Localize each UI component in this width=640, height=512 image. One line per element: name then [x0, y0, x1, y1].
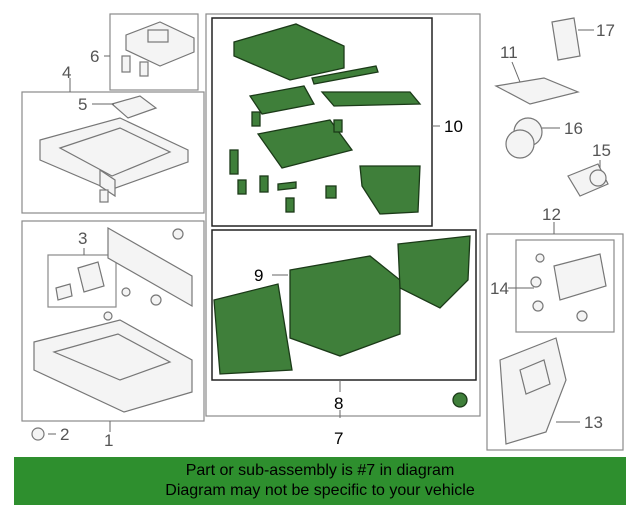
part-8-screw: [452, 392, 468, 408]
callout-17: 17: [596, 21, 615, 40]
callout-11: 11: [500, 43, 518, 62]
callout-10: 10: [444, 117, 463, 136]
part-13-side-panel: [499, 337, 567, 445]
part-1-fasteners: [103, 228, 184, 321]
callout-12: 12: [542, 205, 561, 224]
callout-13: 13: [584, 413, 603, 432]
box-part-7: [205, 13, 481, 417]
info-banner-line-1: Part or sub-assembly is #7 in diagram: [185, 462, 455, 479]
callout-8: 8: [334, 394, 343, 413]
part-10-upper-assembly: [229, 23, 422, 215]
callout-7: 7: [334, 429, 343, 448]
box-part-14: [515, 239, 615, 333]
callout-2: 2: [60, 425, 69, 444]
part-14-module: [530, 253, 607, 322]
callout-5: 5: [78, 95, 87, 114]
box-part-8: [211, 229, 477, 381]
callout-4: 4: [62, 63, 71, 82]
part-1-console-base: [33, 226, 193, 413]
part-3-clip: [55, 261, 105, 301]
callout-15: 15: [592, 141, 611, 160]
part-6-bezel: [121, 21, 195, 77]
part-11-mat: [494, 77, 580, 105]
box-part-6: [109, 13, 199, 91]
box-part-10: [211, 17, 433, 227]
callout-3: 3: [78, 229, 87, 248]
part-5-insert: [110, 95, 158, 119]
callout-6: 6: [90, 47, 99, 66]
box-part-3: [47, 254, 117, 308]
box-part-4: [21, 91, 205, 214]
box-part-12: [486, 233, 624, 451]
callout-16: 16: [564, 119, 583, 138]
box-part-1: [21, 220, 205, 422]
part-16-socket: [505, 117, 543, 159]
info-banner-line-2: Diagram may not be specific to your vehi…: [165, 482, 475, 499]
callout-9: 9: [254, 266, 263, 285]
part-2-screw: [31, 427, 45, 441]
part-4-tray: [39, 117, 189, 203]
part-9-storage-bin: [213, 235, 471, 375]
part-15-outlet: [567, 163, 609, 197]
part-17-knob: [551, 17, 581, 61]
callout-14: 14: [490, 279, 509, 298]
info-banner: Part or sub-assembly is #7 in diagram Di…: [14, 457, 626, 505]
callout-1: 1: [104, 431, 113, 450]
